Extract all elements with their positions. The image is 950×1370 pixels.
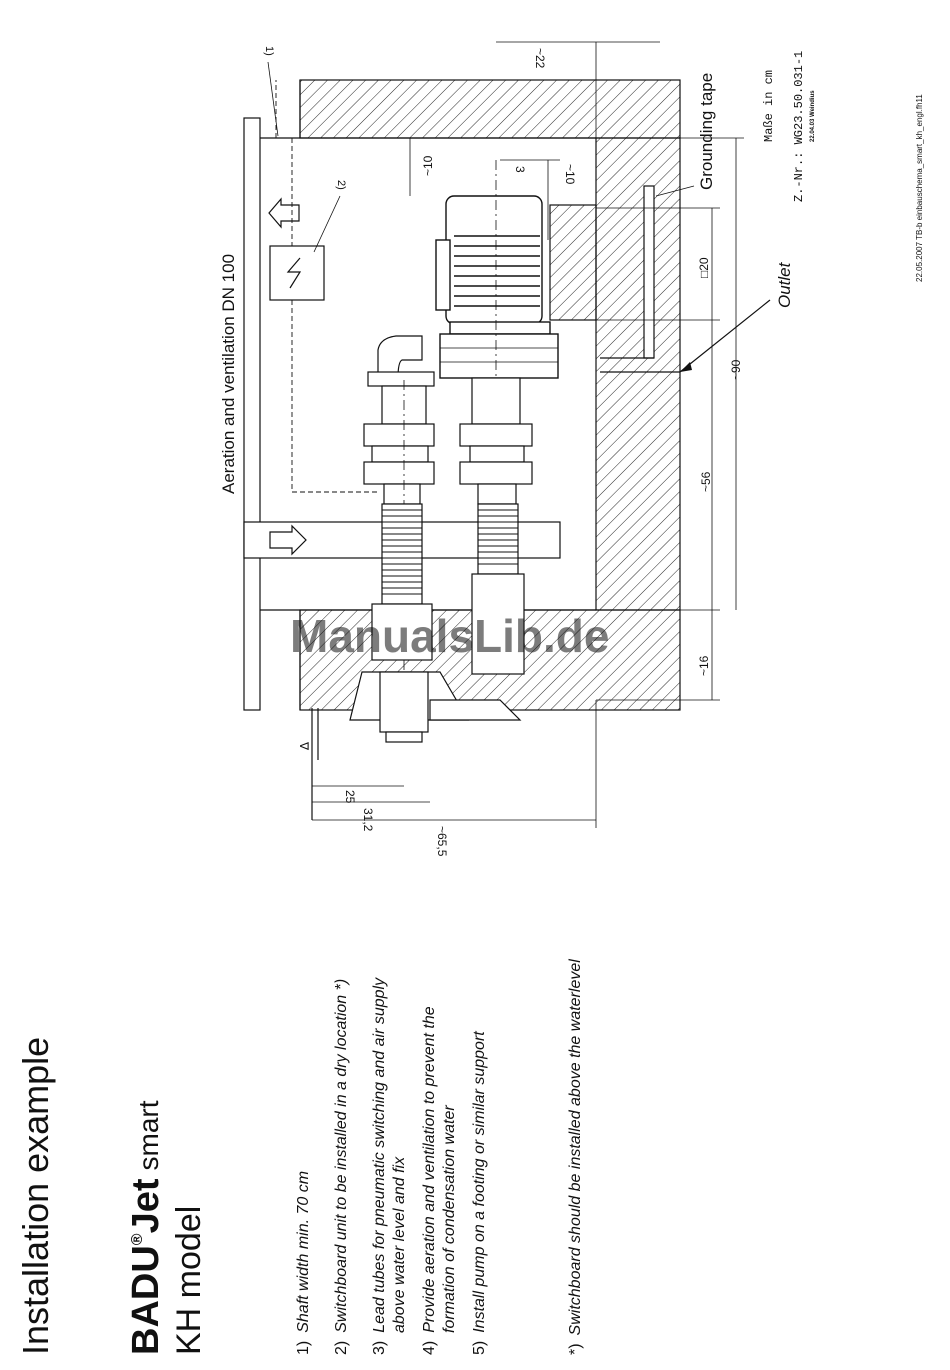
lightning-icon — [286, 257, 302, 289]
drawing-small-code: 22.04.03 Weindius — [810, 90, 816, 142]
footnote-text: Switchboard should be installed above th… — [567, 959, 584, 1336]
note-number: 3) — [371, 1341, 388, 1355]
brand-name: BADU — [125, 1245, 167, 1355]
outlet-label: Outlet — [775, 261, 794, 308]
note-number: 4) — [421, 1341, 438, 1355]
inlet-arrow-icon — [269, 524, 307, 556]
note-number: 1) — [295, 1341, 312, 1355]
dim-25: 25 — [343, 790, 357, 804]
note-item: 3) Lead tubes for pneumatic switching and… — [371, 977, 408, 1355]
elbow-pipe — [377, 335, 423, 379]
shaft-drawing: ∇ 1) 2) Aeration and ventilation DN 100 … — [219, 41, 794, 857]
soil-hatch-right — [595, 137, 681, 611]
footing-block — [549, 204, 597, 321]
footnote: *) Switchboard should be installed above … — [567, 959, 584, 1355]
note-item: 1) Shaft width min. 70 cm — [295, 1171, 312, 1355]
dim-10: ~10 — [421, 155, 435, 176]
page-title: Installation example — [15, 1037, 56, 1355]
notes-list: 1) Shaft width min. 70 cm 2) Switchboard u… — [295, 959, 584, 1355]
shaft-wall-left — [243, 117, 261, 711]
note-item: 4) Provide aeration and ventilation to pr… — [421, 1006, 458, 1355]
pump-motor — [435, 160, 559, 620]
dim-3: 3 — [513, 166, 527, 173]
svg-text:*)Switchboard should be instal: *) Switchboard should be installed above … — [567, 959, 584, 1355]
grounding-tape — [643, 185, 655, 359]
svg-text:3)Lead tubes for pneumatic swi: 3) Lead tubes for pneumatic switching and… — [371, 977, 388, 1355]
soil-hatch-top — [299, 79, 681, 139]
svg-text:5)Install pump on a footing or: 5) Install pump on a footing or similar s… — [471, 1031, 488, 1355]
note-text: Shaft width min. 70 cm — [295, 1171, 312, 1333]
brand-product: Jet — [125, 1178, 167, 1233]
svg-text:2)Switchboard unit to be insta: 2) Switchboard unit to be installed in a … — [333, 979, 350, 1355]
brand-logo: BADU®Jet smart — [125, 1100, 167, 1355]
svg-text:1)Shaft width min. 70 cm: 1) Shaft width min. 70 cm — [295, 1171, 312, 1355]
drawing-number: Z.-Nr.: WG23.50.031-1 — [792, 51, 806, 202]
dim-56: ~56 — [699, 471, 713, 492]
note-text-continued: above water level and fix — [391, 1156, 408, 1333]
callout-1: 1) — [263, 46, 275, 56]
footnote-marker: *) — [567, 1343, 584, 1355]
units-note: Maße in cm — [762, 70, 776, 142]
callout-2: 2) — [335, 180, 347, 190]
note-text-continued: formation of condensation water — [441, 1105, 458, 1333]
aeration-arrow-icon — [268, 197, 300, 229]
dim-10b: ~10 — [563, 164, 577, 185]
valve-assembly-left — [363, 380, 435, 740]
corrugated-hose-left — [381, 503, 423, 605]
grounding-label: Grounding tape — [697, 73, 716, 190]
dim-90: ~90 — [729, 359, 743, 380]
water-level-marker: ∇ — [297, 741, 311, 751]
dim-22: ~22 — [533, 48, 547, 69]
note-number: 2) — [333, 1341, 350, 1355]
brand-reg: ® — [129, 1233, 146, 1245]
footer-file-info: 22.05.2007 TB-b einbauschema_smart_kh_en… — [915, 94, 924, 282]
switchboard-box — [269, 245, 325, 301]
svg-text:BADU®Jetsmart: BADU®Jet smart — [125, 1100, 167, 1355]
note-text: Lead tubes for pneumatic switching and a… — [371, 977, 388, 1333]
dim-16: ~16 — [697, 655, 711, 676]
note-text: Switchboard unit to be installed in a dr… — [333, 979, 350, 1333]
jet-nozzle-fitting — [349, 603, 522, 743]
note-text: Install pump on a footing or similar sup… — [471, 1031, 488, 1333]
dimension-lines: ~22 ~10 3 ~10 □20 ~90 ~56 ~16 25 31,2 — [312, 41, 744, 857]
note-text: Provide aeration and ventilation to prev… — [421, 1006, 438, 1333]
valve-assembly-right — [459, 377, 533, 505]
watermark: ManualsLib.de — [290, 610, 609, 662]
model-name: KH model — [170, 1206, 208, 1355]
note-item: 5) Install pump on a footing or similar s… — [471, 1031, 488, 1355]
aeration-label: Aeration and ventilation DN 100 — [219, 254, 238, 494]
brand-suffix: smart — [133, 1100, 164, 1170]
svg-text:4)Provide aeration and ventila: 4) Provide aeration and ventilation to pr… — [421, 1006, 438, 1355]
dim-20: □20 — [697, 257, 711, 278]
note-item: 2) Switchboard unit to be installed in a … — [333, 979, 350, 1355]
dim-655: ~65,5 — [435, 826, 449, 857]
corrugated-hose-right — [471, 503, 525, 675]
note-number: 5) — [471, 1341, 488, 1355]
